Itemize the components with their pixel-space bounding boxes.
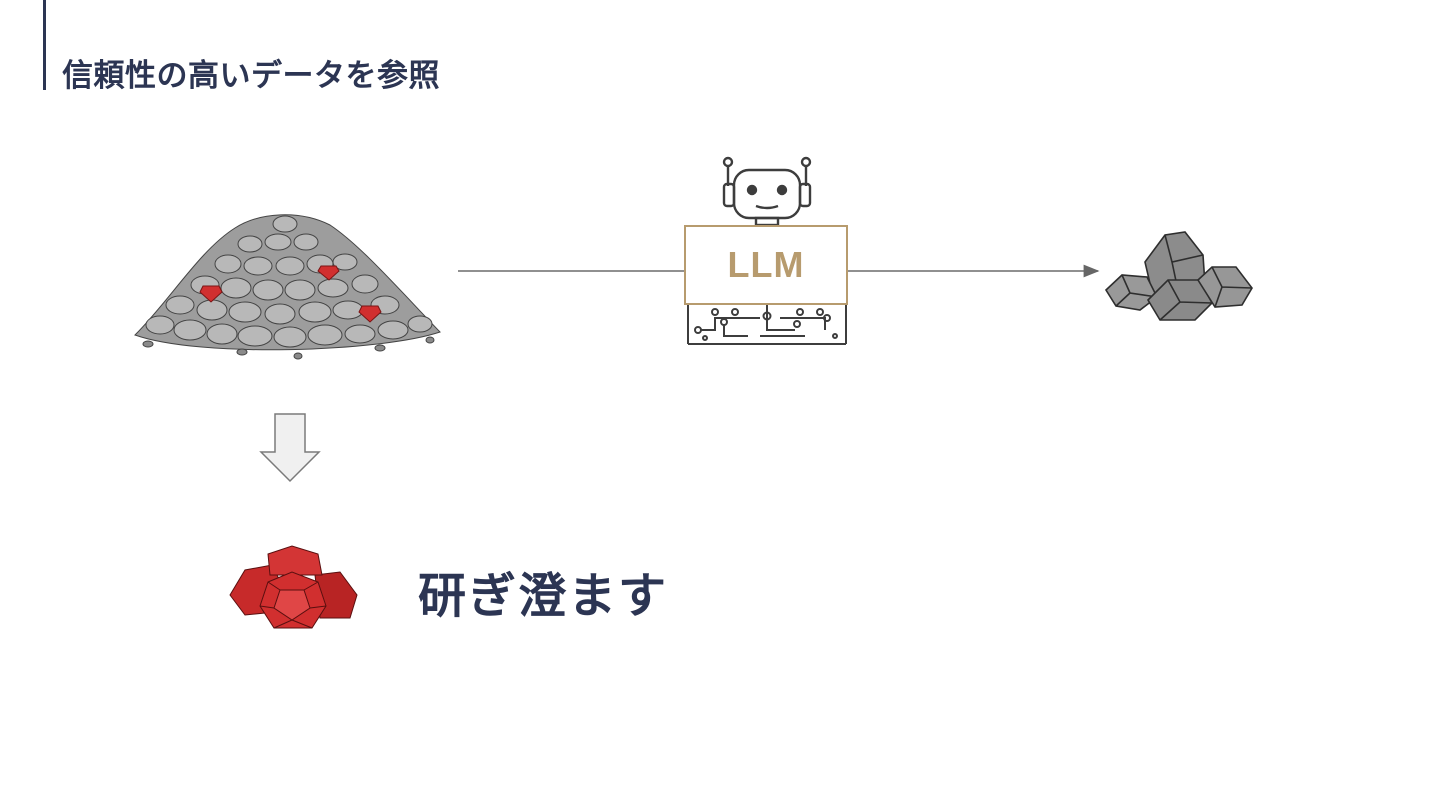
page-title: 信頼性の高いデータを参照: [62, 58, 440, 94]
down-arrow-icon: [259, 413, 321, 483]
small-rocks-icon: [1104, 231, 1253, 321]
refine-label: 研ぎ澄ます: [418, 568, 669, 624]
llm-label: LLM: [727, 244, 805, 285]
circuit-board-icon: [687, 305, 847, 345]
rock-pile-with-gems-icon: [134, 214, 441, 360]
llm-box: LLM: [684, 225, 848, 305]
ruby-gems-icon: [229, 545, 358, 629]
robot-icon: [722, 156, 812, 227]
title-accent-bar: [43, 0, 46, 90]
